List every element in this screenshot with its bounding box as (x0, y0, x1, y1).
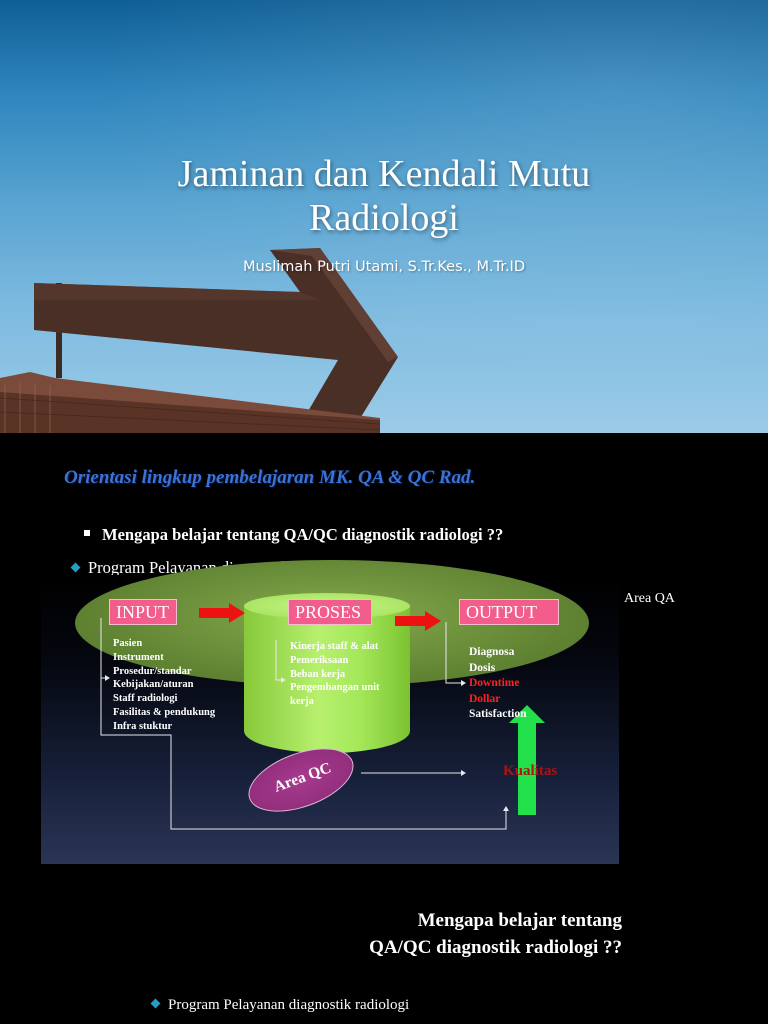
square-bullet-icon (84, 530, 90, 537)
output-item: Satisfaction (469, 708, 527, 720)
author-name: Muslimah Putri Utami, S.Tr.Kes., M.Tr.ID (242, 259, 526, 275)
proses-item: Pengembangan unit (290, 682, 380, 694)
input-item: Kebijakan/aturan (113, 679, 194, 691)
content-slide: Orientasi lingkup pembelajaran MK. QA & … (0, 433, 768, 1024)
proses-list: Kinerja staff & alat Pemeriksaan Beban k… (290, 640, 380, 709)
qa-qc-diagram: INPUT PROSES OUTPUT Pasien (41, 560, 619, 864)
question-line-1: Mengapa belajar tentang (417, 910, 622, 931)
proses-item: Pemeriksaan (290, 654, 349, 666)
title-line-2: Radiologi (309, 197, 459, 239)
question-heading: Mengapa belajar tentang QA/QC diagnostik… (369, 907, 622, 961)
proses-item: Kinerja staff & alat (290, 641, 379, 652)
output-item: Dosis (469, 661, 496, 674)
input-item: Prosedur/standar (113, 665, 192, 677)
red-arrow-icon (395, 611, 441, 631)
title-line-1: Jaminan dan Kendali Mutu (177, 153, 591, 195)
arrow-sign-photo (0, 248, 398, 433)
input-item: Fasilitas & pendukung (113, 706, 216, 718)
proses-item: kerja (290, 696, 314, 708)
question-bullet-text: Mengapa belajar tentang QA/QC diagnostik… (102, 525, 504, 544)
proses-box: PROSES (288, 599, 372, 625)
output-item-highlight: Dollar (469, 692, 501, 705)
question-line-2: QA/QC diagnostik radiologi ?? (369, 937, 622, 958)
red-arrow-icon (199, 603, 245, 623)
input-box: INPUT (109, 599, 177, 625)
input-item: Pasien (113, 638, 143, 649)
area-qa-label: Area QA (624, 591, 675, 606)
program-bullet-2: Program Pelayanan diagnostik radiologi (150, 997, 410, 1014)
diamond-bullet-icon (70, 562, 81, 573)
flow-connectors (100, 618, 545, 830)
output-item-highlight: Downtime (469, 677, 520, 689)
output-item: Diagnosa (469, 646, 515, 658)
green-up-arrow-icon (509, 705, 545, 815)
title-slide: Jaminan dan Kendali Mutu Radiologi Musli… (0, 0, 768, 433)
input-list: Pasien Instrument Prosedur/standar Kebij… (113, 637, 215, 734)
slide-heading: Orientasi lingkup pembelajaran MK. QA & … (64, 467, 476, 488)
question-bullet: Mengapa belajar tentang QA/QC diagnostik… (84, 525, 503, 545)
input-item: Infra stuktur (113, 720, 173, 732)
input-item: Staff radiologi (113, 693, 178, 705)
presentation-title: Jaminan dan Kendali Mutu Radiologi (0, 152, 768, 240)
diamond-bullet-icon (150, 998, 161, 1009)
output-list: Diagnosa Dosis Downtime Dollar Satisfact… (469, 645, 527, 723)
proses-item: Beban kerja (290, 668, 346, 680)
output-box: OUTPUT (459, 599, 559, 625)
program-bullet-2-text: Program Pelayanan diagnostik radiologi (168, 997, 410, 1013)
proses-cylinder (244, 605, 410, 753)
kualitas-label: Kualitas (503, 763, 558, 779)
input-item: Instrument (113, 651, 164, 663)
